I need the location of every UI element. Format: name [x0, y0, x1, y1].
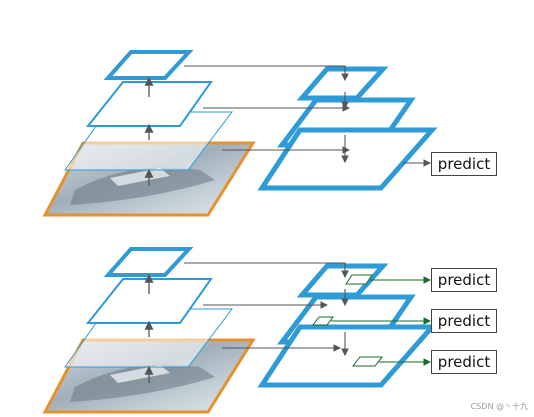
watermark: CSDN @丶十九: [470, 402, 528, 411]
top-bottomup-level-2: [85, 81, 213, 127]
bottom-diagram: [42, 247, 438, 414]
top-bottomup-level-3: [103, 50, 194, 80]
top-predict-label: predict: [431, 152, 497, 176]
bottom-predict-label-1: predict: [431, 268, 497, 292]
bottom-predict-label-3: predict: [431, 350, 497, 374]
top-diagram: [42, 50, 438, 217]
bottom-lateral-arrow-3: [184, 262, 349, 279]
bottom-bottomup-level-3: [103, 247, 194, 277]
bottom-bottomup-level-2: [85, 278, 213, 324]
top-topdown-level-3: [296, 66, 389, 101]
bottom-anchor-box-2: [312, 316, 334, 326]
bottom-predict-label-2: predict: [431, 309, 497, 333]
bottom-anchor-box-3: [345, 274, 373, 285]
top-lateral-arrow-3: [184, 65, 349, 82]
bottom-anchor-box-1: [351, 356, 384, 367]
